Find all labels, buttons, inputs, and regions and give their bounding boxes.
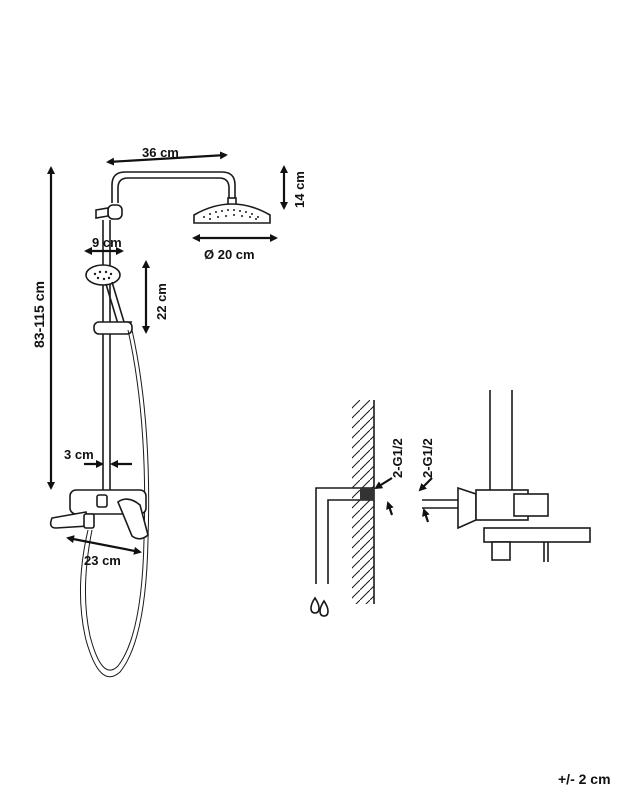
shower-arm bbox=[111, 171, 236, 205]
dimension-total-height: 83-115 cm bbox=[31, 166, 55, 490]
rain-shower-head bbox=[193, 203, 271, 224]
shower-hose bbox=[79, 329, 150, 678]
dimension-label-rain-head-height: 14 cm bbox=[292, 171, 307, 208]
mixer-diverter-button bbox=[96, 494, 108, 508]
supply-pipe bbox=[315, 487, 374, 584]
wall-section bbox=[352, 400, 374, 604]
dimension-label-total-height: 83-115 cm bbox=[31, 281, 47, 348]
slider-holder bbox=[93, 321, 133, 335]
diverter-knob bbox=[107, 204, 123, 220]
diverter-lever bbox=[95, 207, 109, 219]
tolerance-note: +/- 2 cm bbox=[558, 771, 611, 787]
water-drop-icon bbox=[319, 599, 329, 617]
side-mixer-lever bbox=[513, 493, 549, 517]
dimension-label-mixer-width: 23 cm bbox=[84, 553, 121, 568]
dimension-label-rain-head-diameter: Ø 20 cm bbox=[204, 247, 255, 262]
dimension-label-hand-shower-width: 9 cm bbox=[92, 235, 122, 250]
dimension-label-pipe-offset: 3 cm bbox=[64, 447, 94, 462]
hand-shower-head bbox=[85, 264, 121, 286]
dimension-rain-head-diameter: Ø 20 cm bbox=[192, 234, 278, 262]
dimension-arm-width: 36 cm bbox=[106, 145, 228, 166]
dimension-label-hand-shower-height: 22 cm bbox=[154, 283, 169, 320]
dimension-rain-head-height: 14 cm bbox=[280, 165, 307, 210]
connection-label-wall: 2-G1/2 bbox=[390, 438, 405, 478]
water-drop-icon bbox=[310, 596, 320, 614]
dimension-pipe-offset: 3 cm bbox=[64, 447, 132, 468]
side-spout bbox=[483, 527, 591, 543]
dimension-hand-shower-height: 22 cm bbox=[142, 260, 169, 334]
dimension-label-arm-width: 36 cm bbox=[142, 145, 179, 160]
wall-connection-drawing bbox=[310, 390, 591, 617]
connection-label-mixer: 2-G1/2 bbox=[420, 438, 435, 478]
dimension-hand-shower-width: 9 cm bbox=[84, 235, 124, 255]
shower-system-drawing bbox=[49, 171, 271, 678]
wall-flange bbox=[457, 486, 477, 530]
rain-head-nozzles bbox=[203, 209, 259, 220]
dimension-mixer-width: 23 cm bbox=[66, 535, 142, 568]
bath-spout bbox=[49, 511, 89, 529]
side-spout-valve bbox=[491, 541, 511, 561]
